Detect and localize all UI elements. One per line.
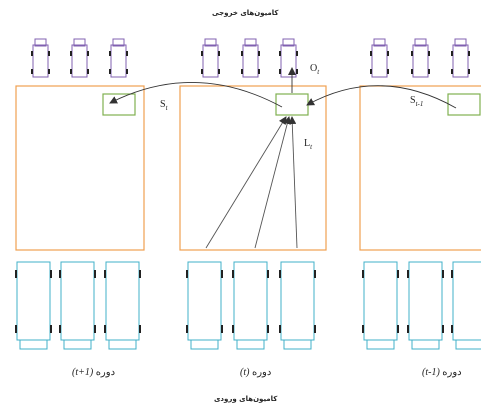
inbound-line-2	[254, 116, 292, 249]
incoming-truck	[362, 261, 399, 350]
incoming-trucks-title: کامیون‌های ورودی	[214, 395, 278, 403]
outgoing-trucks-title: کامیون‌های خروجی	[212, 9, 279, 17]
label-l-t: Lt	[304, 138, 313, 151]
outgoing-truck	[279, 38, 298, 78]
outgoing-truck	[201, 38, 220, 78]
outgoing-truck	[370, 38, 389, 78]
outgoing-trucks	[31, 38, 470, 78]
outgoing-truck	[31, 38, 50, 78]
incoming-truck	[186, 261, 223, 350]
label-o-t: Ot	[310, 63, 320, 76]
outgoing-truck	[241, 38, 260, 78]
incoming-truck	[451, 261, 481, 350]
outgoing-truck	[109, 38, 128, 78]
dock-period-t-plus-1	[15, 85, 145, 251]
storage-box-t-plus-1	[102, 93, 136, 116]
storage-box-t-minus-1	[447, 93, 481, 116]
outgoing-truck	[411, 38, 430, 78]
outgoing-truck	[70, 38, 89, 78]
period-label-t-plus-1: (t+1) دوره	[72, 367, 116, 378]
incoming-truck	[104, 261, 141, 350]
incoming-truck	[407, 261, 444, 350]
label-s-t-minus-1: St-1	[410, 95, 424, 108]
carryover-arrow-s-t-minus-1	[306, 85, 457, 109]
label-s-t: St	[160, 99, 168, 112]
dock-period-t-minus-1	[359, 85, 481, 251]
carryover-arrow-s-t	[109, 82, 283, 108]
inbound-line-1	[205, 116, 287, 249]
dock-period-t	[179, 85, 327, 251]
incoming-truck	[279, 261, 316, 350]
incoming-truck	[232, 261, 269, 350]
period-label-t-minus-1: (t-1) دوره	[422, 367, 462, 378]
outgoing-truck	[451, 38, 470, 78]
storage-box-t	[275, 93, 309, 116]
incoming-trucks	[15, 261, 481, 350]
incoming-truck	[15, 261, 52, 350]
incoming-truck	[59, 261, 96, 350]
inbound-line-3	[288, 116, 298, 249]
period-label-t: (t) دوره	[240, 367, 272, 378]
